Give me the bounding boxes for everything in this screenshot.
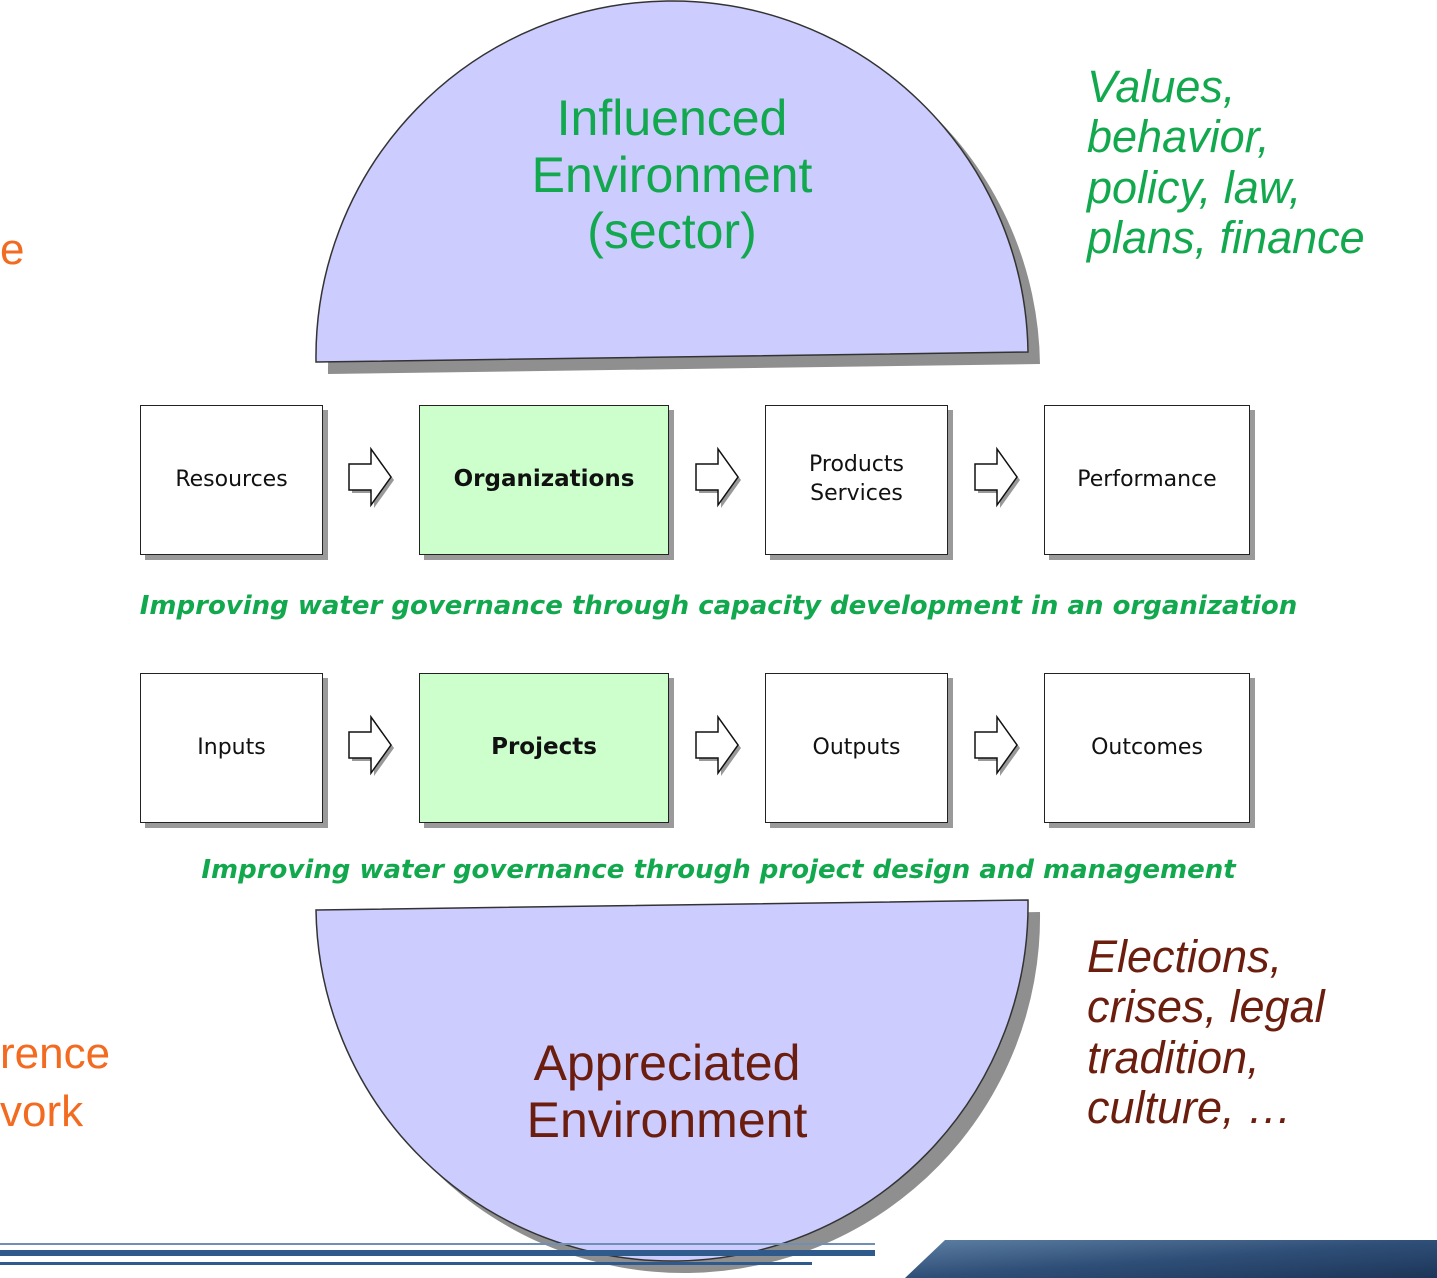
arrow-outputs-to-outcomes	[974, 714, 1020, 776]
appreciated-note-line1: Elections,	[1087, 931, 1283, 982]
arrow-inputs-to-projects	[348, 714, 394, 776]
footer-decoration	[0, 1240, 1437, 1278]
influenced-note-line2: behavior,	[1087, 111, 1270, 163]
box-resources: Resources	[140, 405, 323, 555]
footer-photo-strip	[905, 1240, 1437, 1278]
appreciated-semicircle	[315, 899, 1041, 1274]
box-inputs: Inputs	[140, 673, 323, 823]
influenced-semicircle	[315, 0, 1041, 374]
left-title-fragment-line1: rence	[0, 1029, 111, 1078]
box-performance: Performance	[1044, 405, 1250, 555]
box-products-line1: Products	[809, 452, 904, 478]
influenced-line2: Environment	[531, 146, 813, 203]
box-products-services: Products Services	[765, 405, 948, 555]
left-title-fragment-top: e	[0, 225, 25, 274]
box-projects: Projects	[419, 673, 669, 823]
appreciated-environment-label: Appreciated Environment	[467, 1035, 867, 1148]
arrow-projects-to-outputs	[695, 714, 741, 776]
influenced-factors-note: Values, behavior, policy, law, plans, fi…	[1087, 61, 1365, 264]
caption-project: Improving water governance through proje…	[201, 855, 1236, 885]
caption-organization: Improving water governance through capac…	[139, 591, 1298, 621]
arrow-products-to-performance	[974, 446, 1020, 508]
influenced-line1: Influenced	[556, 90, 788, 146]
box-outcomes: Outcomes	[1044, 673, 1250, 823]
appreciated-note-line3: tradition,	[1087, 1031, 1260, 1083]
influenced-note-line3: policy, law,	[1087, 161, 1302, 213]
appreciated-line2: Environment	[526, 1091, 808, 1148]
influenced-line3: (sector)	[587, 203, 757, 259]
appreciated-factors-note: Elections, crises, legal tradition, cult…	[1087, 931, 1325, 1134]
appreciated-note-line4: culture, …	[1087, 1082, 1293, 1134]
box-outputs: Outputs	[765, 673, 948, 823]
influenced-note-line1: Values,	[1087, 61, 1236, 112]
box-products-line2: Services	[810, 481, 903, 506]
box-organizations: Organizations	[419, 405, 669, 555]
arrow-organizations-to-products	[695, 446, 741, 508]
influenced-note-line4: plans, finance	[1087, 212, 1365, 264]
arrow-resources-to-organizations	[348, 446, 394, 508]
appreciated-line1: Appreciated	[533, 1035, 801, 1091]
appreciated-note-line2: crises, legal	[1087, 981, 1325, 1033]
left-title-fragment-line2: vork	[0, 1087, 84, 1136]
influenced-environment-label: Influenced Environment (sector)	[472, 90, 872, 260]
